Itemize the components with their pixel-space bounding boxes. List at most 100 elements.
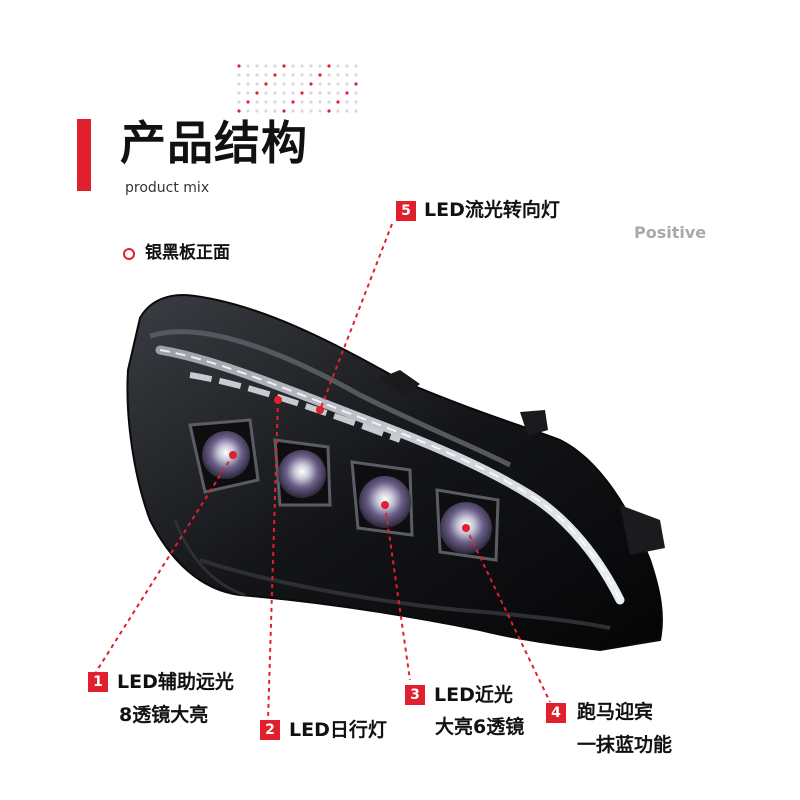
- decoration-dot: [354, 91, 358, 95]
- callout-line-1: [95, 454, 234, 673]
- callout-label-1: LED辅助远光: [117, 671, 234, 693]
- decoration-dot: [291, 109, 295, 113]
- decoration-dot: [345, 91, 349, 95]
- decoration-dot: [336, 73, 340, 77]
- variant-label-text: 银黑板正面: [145, 243, 230, 263]
- decoration-dot: [264, 100, 268, 104]
- decoration-dot: [291, 91, 295, 95]
- decoration-dot: [291, 82, 295, 86]
- decoration-dot: [282, 73, 286, 77]
- decoration-dot: [327, 91, 331, 95]
- decoration-dot: [309, 100, 313, 104]
- callout-line-2: [267, 399, 279, 721]
- title-accent-bar: [77, 119, 91, 191]
- page-title: 产品结构: [120, 116, 308, 170]
- callout-sublabel-3: 大亮6透镜: [435, 716, 525, 738]
- decoration-dot: [237, 73, 241, 77]
- decoration-dot: [318, 82, 322, 86]
- decoration-dot: [327, 109, 331, 113]
- decoration-dot: [237, 82, 241, 86]
- decoration-dot: [264, 91, 268, 95]
- decoration-dot: [309, 64, 313, 68]
- decoration-dot: [354, 82, 358, 86]
- lens-1: [188, 418, 260, 494]
- decoration-dot: [327, 64, 331, 68]
- decoration-dot: [273, 91, 277, 95]
- decoration-dot: [246, 73, 250, 77]
- decoration-dot: [264, 82, 268, 86]
- decoration-dot: [318, 91, 322, 95]
- decoration-dot: [354, 64, 358, 68]
- decoration-dot: [264, 73, 268, 77]
- callout-label-2: LED日行灯: [289, 719, 387, 741]
- callout-label-4: 跑马迎宾: [577, 701, 654, 723]
- decoration-dot: [300, 64, 304, 68]
- decoration-dot: [309, 73, 313, 77]
- callout-label-3: LED近光: [434, 684, 513, 706]
- decoration-dot: [300, 82, 304, 86]
- decoration-dot: [255, 82, 259, 86]
- decoration-dot: [318, 100, 322, 104]
- callout-number-3: 3: [405, 685, 425, 705]
- decoration-dot: [345, 100, 349, 104]
- decoration-dot: [246, 100, 250, 104]
- decoration-dot: [237, 109, 241, 113]
- decoration-dot: [345, 82, 349, 86]
- decoration-dot: [300, 109, 304, 113]
- decoration-dot: [309, 109, 313, 113]
- callout-sublabel-4: 一抹蓝功能: [577, 734, 673, 756]
- decoration-dot: [300, 73, 304, 77]
- callout-number-1: 1: [88, 672, 108, 692]
- callout-label-5: LED流光转向灯: [424, 199, 560, 221]
- lens-3: [350, 460, 414, 537]
- callout-number-5: 5: [396, 201, 416, 221]
- decoration-dot: [246, 109, 250, 113]
- decoration-dot: [291, 73, 295, 77]
- decoration-dot: [282, 109, 286, 113]
- decoration-dot: [282, 64, 286, 68]
- decoration-dot: [327, 82, 331, 86]
- decoration-dot: [336, 91, 340, 95]
- decoration-dot: [318, 64, 322, 68]
- decoration-dot: [282, 91, 286, 95]
- decoration-dot: [345, 64, 349, 68]
- decoration-dot: [237, 91, 241, 95]
- decoration-dot: [255, 91, 259, 95]
- decoration-dot: [309, 91, 313, 95]
- decoration-dot: [300, 91, 304, 95]
- decoration-dot: [264, 109, 268, 113]
- decoration-dot: [309, 82, 313, 86]
- decoration-dot: [336, 64, 340, 68]
- decoration-dot: [318, 73, 322, 77]
- decoration-dot: [354, 100, 358, 104]
- decoration-dot: [255, 73, 259, 77]
- decoration-dot: [255, 64, 259, 68]
- callout-line-5: [319, 223, 393, 411]
- decoration-dot: [255, 100, 259, 104]
- decoration-dot: [318, 109, 322, 113]
- decoration-dot: [237, 64, 241, 68]
- lens-2: [273, 438, 332, 507]
- view-label: Positive: [634, 223, 707, 242]
- decoration-dot: [291, 64, 295, 68]
- decoration-dot: [273, 64, 277, 68]
- decoration-dot: [345, 109, 349, 113]
- callout-sublabel-1: 8透镜大亮: [119, 704, 209, 726]
- decoration-dot: [264, 64, 268, 68]
- decoration-dot: [273, 109, 277, 113]
- decoration-dot: [282, 82, 286, 86]
- decoration-dot: [336, 100, 340, 104]
- decoration-dot: [291, 100, 295, 104]
- decoration-dot: [273, 73, 277, 77]
- decoration-dot: [345, 73, 349, 77]
- decoration-dot: [282, 100, 286, 104]
- decoration-dot: [354, 109, 358, 113]
- callout-line-3: [384, 504, 411, 681]
- page-subtitle: product mix: [125, 180, 210, 196]
- decoration-dot: [336, 82, 340, 86]
- callout-line-4: [465, 527, 551, 703]
- decoration-dot: [246, 82, 250, 86]
- decoration-dot: [273, 82, 277, 86]
- decoration-dot: [246, 64, 250, 68]
